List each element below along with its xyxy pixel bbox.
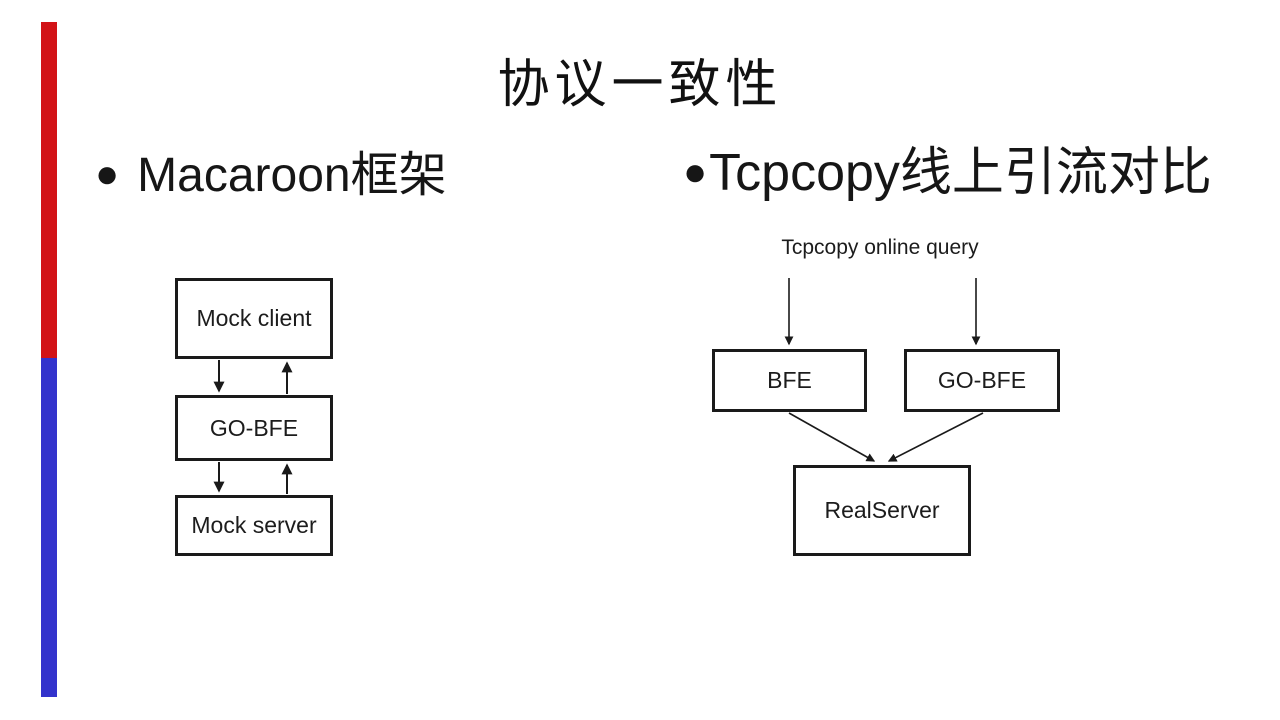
accent-bar-blue-segment bbox=[41, 358, 57, 697]
left-section-heading: ● Macaroon框架 bbox=[95, 148, 447, 203]
accent-bar-red-segment bbox=[41, 22, 57, 358]
bfe-node: BFE bbox=[712, 349, 867, 412]
bullet-icon: ● bbox=[95, 152, 120, 196]
right-section-heading: ●Tcpcopy线上引流对比 bbox=[683, 144, 1212, 204]
left-heading-text: Macaroon框架 bbox=[137, 149, 447, 202]
realserver-node: RealServer bbox=[793, 465, 971, 556]
go-bfe-node: GO-BFE bbox=[175, 395, 333, 461]
slide-title: 协议一致性 bbox=[497, 55, 783, 115]
arrow-gobfe-to-realserver bbox=[887, 412, 984, 462]
mock-client-node: Mock client bbox=[175, 278, 333, 359]
mock-server-node: Mock server bbox=[175, 495, 333, 556]
tcpcopy-query-label: Tcpcopy online query bbox=[781, 236, 979, 259]
arrow-bfe-to-realserver bbox=[788, 412, 876, 462]
bullet-icon: ● bbox=[683, 150, 708, 194]
go-bfe-online-node: GO-BFE bbox=[904, 349, 1060, 412]
right-heading-text: Tcpcopy线上引流对比 bbox=[709, 144, 1212, 202]
